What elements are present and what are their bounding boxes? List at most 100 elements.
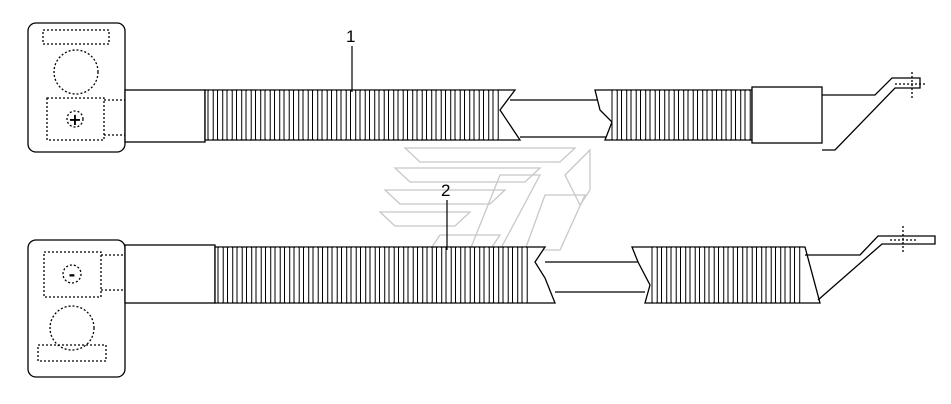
hose-rib <box>255 89 262 141</box>
hose-rib <box>397 89 404 141</box>
hose-rib <box>464 246 471 304</box>
hose-rib <box>255 246 262 304</box>
hose-rib <box>274 89 281 141</box>
logo-watermark-icon <box>378 147 591 251</box>
hose-rib <box>302 89 309 141</box>
hose-rib <box>264 89 271 141</box>
hose-rib <box>322 246 329 304</box>
hose-rib <box>649 89 656 141</box>
hose-rib <box>630 89 637 141</box>
hose-rib <box>350 89 357 141</box>
hose-rib <box>398 246 405 304</box>
hose-rib <box>735 89 742 141</box>
hose-rib <box>725 89 732 141</box>
hose-rib <box>407 246 414 304</box>
hose-rib <box>217 89 224 141</box>
hose-rib <box>236 89 243 141</box>
hose-rib <box>407 89 414 141</box>
corrugated-hose-right <box>631 246 821 304</box>
hose-ribs <box>611 89 751 141</box>
hose-rib <box>312 89 319 141</box>
hose-rib <box>737 246 744 304</box>
hose-ribs <box>651 246 801 304</box>
hose-rib <box>784 246 791 304</box>
hose-rib <box>417 246 424 304</box>
hose-rib <box>483 89 490 141</box>
hose-rib <box>331 246 338 304</box>
hose-rib <box>775 246 782 304</box>
cable-positive <box>27 22 925 153</box>
hose-rib <box>455 246 462 304</box>
hose-rib <box>227 246 234 304</box>
hose-rib <box>312 246 319 304</box>
hose-rib <box>435 89 442 141</box>
hose-ribs <box>207 89 499 141</box>
hose-rib <box>621 89 628 141</box>
terminal-label-plate <box>42 29 110 45</box>
hose-rib <box>369 246 376 304</box>
hose-rib <box>687 89 694 141</box>
hose-rib <box>483 246 490 304</box>
hose-rib <box>611 89 618 141</box>
terminal-pocket <box>43 251 102 298</box>
hose-rib <box>493 246 500 304</box>
hose-rib <box>388 246 395 304</box>
negative-symbol-ring <box>62 264 82 284</box>
positive-terminal-symbol: + <box>68 110 81 129</box>
hose-rib <box>454 89 461 141</box>
terminal-bolt-icon <box>53 49 99 95</box>
hose-rib <box>388 89 395 141</box>
hose-rib <box>473 89 480 141</box>
hose-rib <box>794 246 801 304</box>
hose-rib <box>283 89 290 141</box>
hose-rib <box>512 246 519 304</box>
hose-rib <box>668 89 675 141</box>
hose-rib <box>680 246 687 304</box>
end-cap <box>751 86 823 144</box>
hose-rib <box>217 246 224 304</box>
hose-rib <box>293 246 300 304</box>
hose-rib <box>756 246 763 304</box>
positive-symbol-ring <box>66 110 84 128</box>
hose-rib <box>293 89 300 141</box>
hose-rib <box>445 246 452 304</box>
hose-rib <box>340 89 347 141</box>
hose-rib <box>379 246 386 304</box>
hose-rib <box>369 89 376 141</box>
hose-rib <box>689 246 696 304</box>
hose-rib <box>716 89 723 141</box>
hose-rib <box>474 246 481 304</box>
hose-rib <box>718 246 725 304</box>
hose-rib <box>727 246 734 304</box>
exposed-cable-segment <box>510 99 610 138</box>
hose-rib <box>678 89 685 141</box>
hose-rib <box>670 246 677 304</box>
callout-label-2: 2 <box>441 181 450 200</box>
hose-rib <box>697 89 704 141</box>
terminal-label-plate <box>37 344 107 362</box>
hose-rib <box>226 89 233 141</box>
hose-rib <box>445 89 452 141</box>
sleeve-bushing <box>124 244 216 304</box>
hose-rib <box>492 89 499 141</box>
hose-rib <box>245 89 252 141</box>
hose-rib <box>331 89 338 141</box>
hose-rib <box>274 246 281 304</box>
hose-rib <box>350 246 357 304</box>
cable-negative <box>27 226 936 378</box>
cable-lug <box>822 77 921 151</box>
callout-label-1: 1 <box>346 27 355 46</box>
hose-rib <box>378 89 385 141</box>
hose-rib <box>426 246 433 304</box>
hose-rib <box>341 246 348 304</box>
hose-rib <box>207 89 214 141</box>
hose-rib <box>706 89 713 141</box>
hose-rib <box>436 246 443 304</box>
terminal-pocket <box>46 97 105 141</box>
cable-lug <box>805 235 936 301</box>
hose-ribs <box>217 246 528 304</box>
terminal-block-positive <box>27 22 126 153</box>
hose-rib <box>765 246 772 304</box>
hose-rib <box>661 246 668 304</box>
